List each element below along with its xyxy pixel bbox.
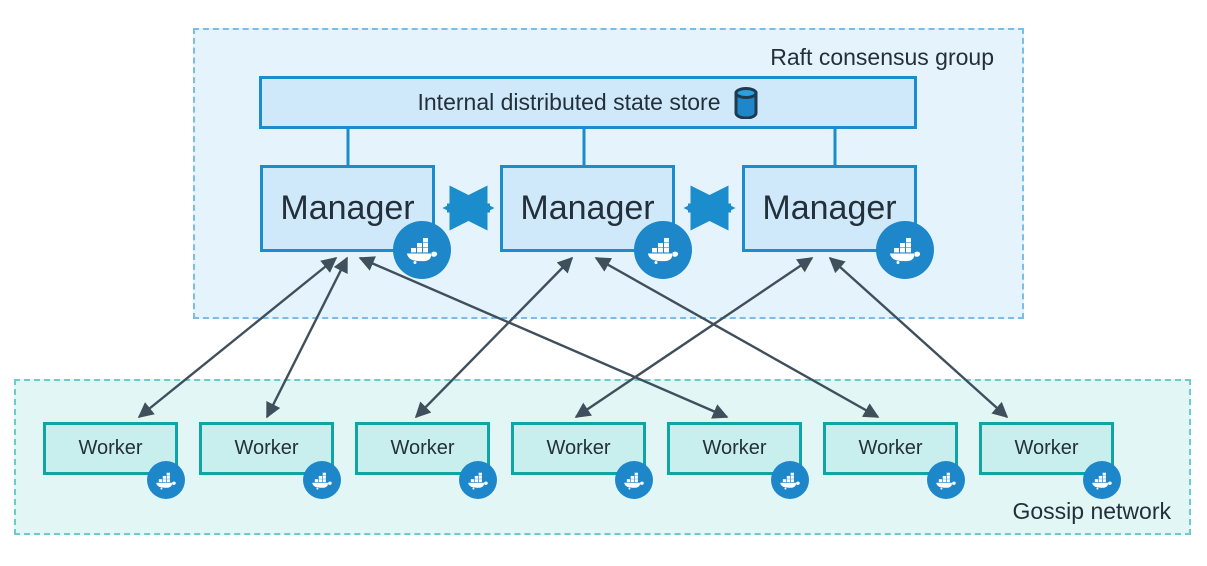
database-cylinder-icon	[733, 86, 759, 119]
docker-whale-icon	[771, 461, 809, 499]
docker-whale-icon	[1083, 461, 1121, 499]
docker-whale-icon	[147, 461, 185, 499]
docker-whale-icon	[927, 461, 965, 499]
gossip-group-label: Gossip network	[1012, 498, 1171, 524]
store-node-content: Internal distributed state store	[417, 86, 759, 119]
worker-node-3-label: Worker	[546, 437, 611, 459]
docker-whale-icon	[393, 221, 451, 279]
docker-whale-icon	[459, 461, 497, 499]
manager-node-2[interactable]: Manager	[742, 165, 917, 252]
docker-whale-icon	[615, 461, 653, 499]
worker-node-1-label: Worker	[234, 437, 299, 459]
worker-node-3[interactable]: Worker	[511, 422, 646, 475]
worker-node-6-label: Worker	[1014, 437, 1079, 459]
raft-group-label: Raft consensus group	[770, 44, 994, 70]
docker-whale-icon	[303, 461, 341, 499]
docker-whale-icon	[876, 221, 934, 279]
worker-node-5[interactable]: Worker	[823, 422, 958, 475]
manager-node-2-label: Manager	[762, 189, 897, 227]
store-node-label: Internal distributed state store	[417, 89, 721, 115]
worker-node-4[interactable]: Worker	[667, 422, 802, 475]
worker-node-4-label: Worker	[702, 437, 767, 459]
worker-node-5-label: Worker	[858, 437, 923, 459]
internal-state-store-node[interactable]: Internal distributed state store	[259, 76, 917, 129]
worker-node-2-label: Worker	[390, 437, 455, 459]
worker-node-0-label: Worker	[78, 437, 143, 459]
manager-node-1-label: Manager	[520, 189, 655, 227]
docker-whale-icon	[634, 221, 692, 279]
manager-node-0-label: Manager	[280, 189, 415, 227]
